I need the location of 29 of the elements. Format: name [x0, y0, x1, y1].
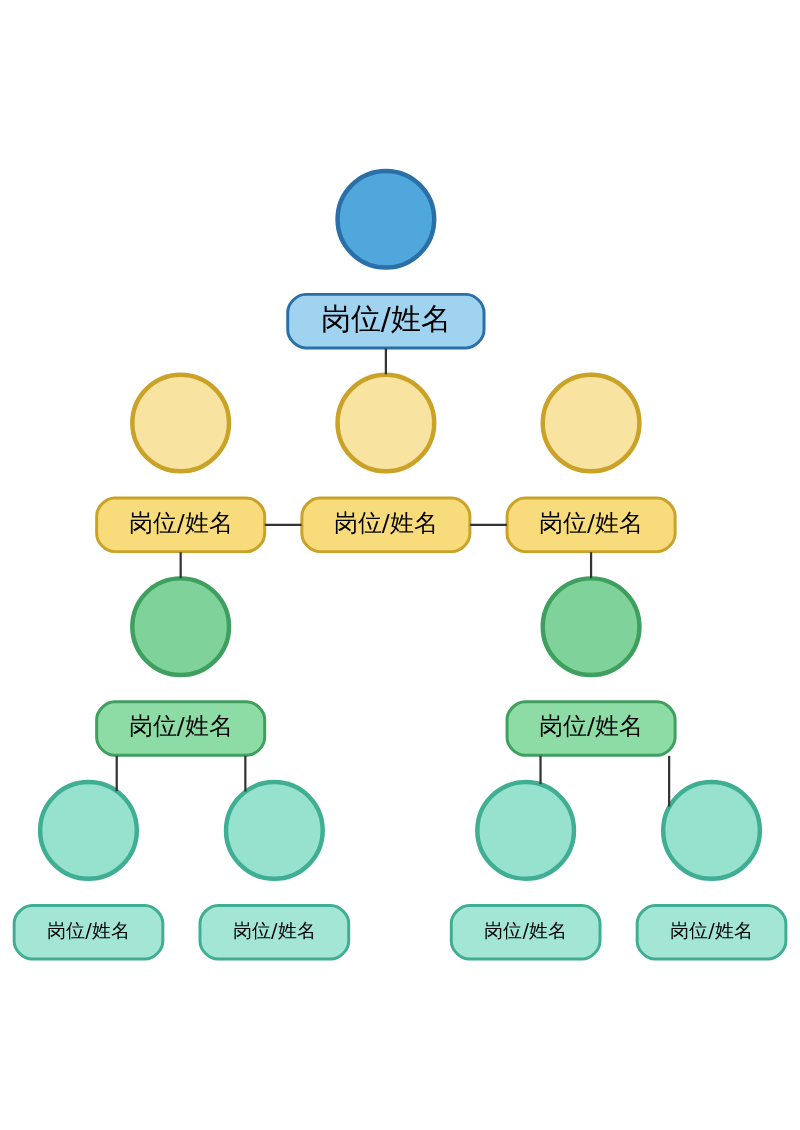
connector: [384, 348, 387, 375]
node-box: 岗位/姓名: [198, 904, 351, 961]
connector: [469, 523, 507, 526]
node-circle: [223, 779, 325, 881]
node-box: 岗位/姓名: [95, 700, 267, 757]
connector: [589, 552, 593, 579]
node-circle: [660, 779, 763, 881]
connector: [539, 755, 542, 785]
connector: [179, 552, 182, 579]
connector: [115, 755, 118, 792]
node-box: 岗位/姓名: [635, 904, 788, 961]
connector: [244, 755, 247, 792]
connector: [668, 755, 671, 807]
node-circle: [335, 372, 437, 474]
node-circle: [37, 779, 140, 881]
node-circle: [335, 168, 437, 270]
node-circle: [475, 779, 577, 881]
node-box: 岗位/姓名: [286, 292, 486, 350]
node-box: 岗位/姓名: [300, 496, 472, 554]
node-box: 岗位/姓名: [505, 700, 677, 757]
node-box: 岗位/姓名: [505, 496, 677, 554]
node-circle: [130, 372, 232, 474]
node-circle: [130, 576, 232, 678]
node-box: 岗位/姓名: [12, 904, 165, 961]
node-box: 岗位/姓名: [449, 904, 602, 961]
node-circle: [540, 372, 642, 474]
node-box: 岗位/姓名: [95, 496, 267, 554]
connector: [264, 523, 302, 526]
node-circle: [540, 576, 642, 678]
